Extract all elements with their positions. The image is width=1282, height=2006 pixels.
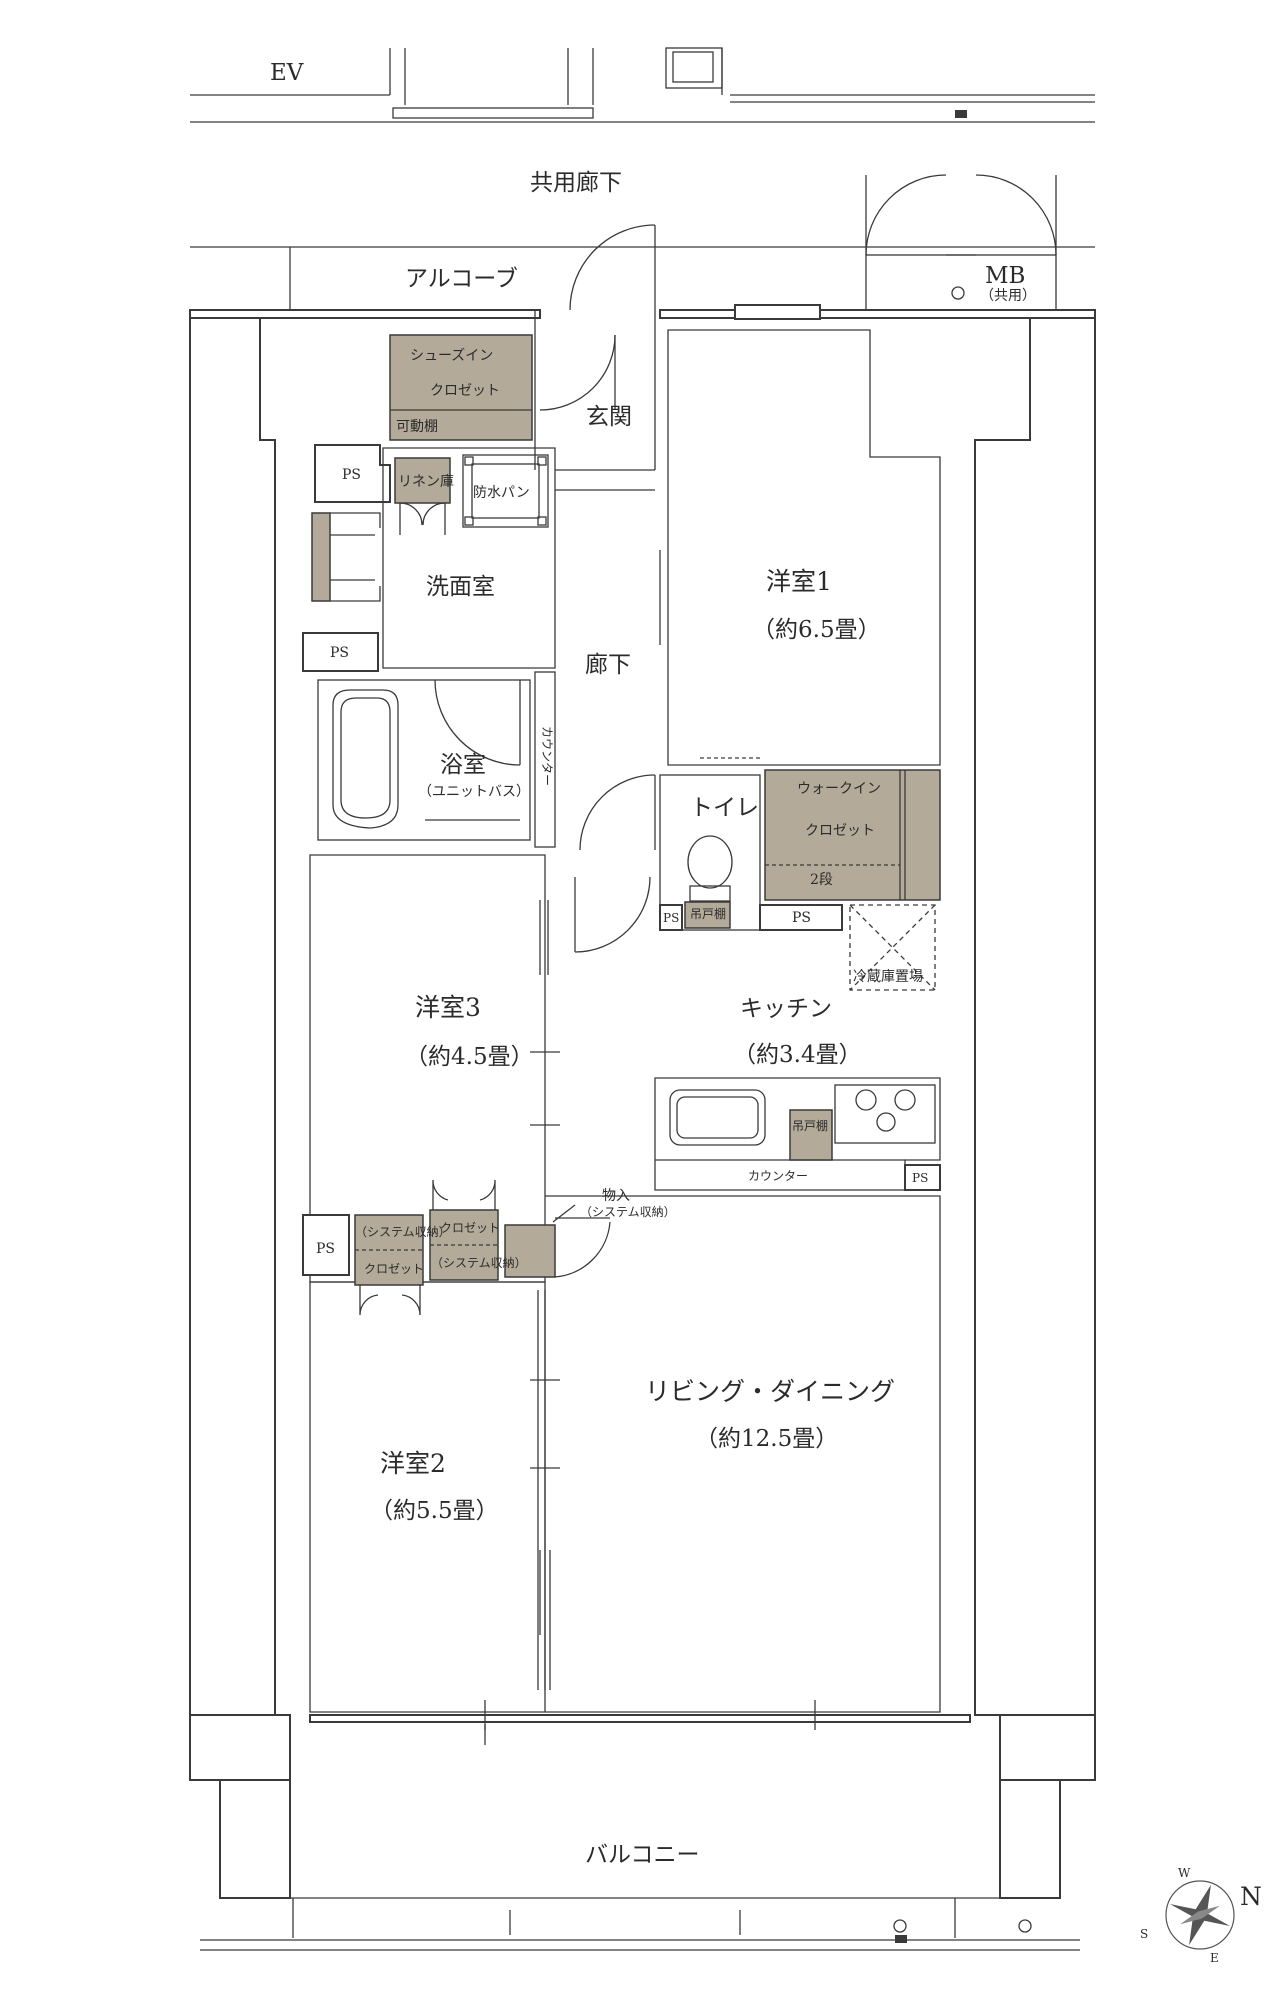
storage-sub-label: （システム収納） (580, 1205, 676, 1219)
washroom-label: 洗面室 (426, 574, 495, 600)
alcove-label: アルコーブ (405, 266, 518, 292)
entrance-area (534, 224, 656, 491)
kitchen-shelf-label: 吊戸棚 (792, 1118, 828, 1133)
system-storage-label-2: （システム収納） (431, 1256, 527, 1270)
bathroom-label: 浴室 (440, 752, 486, 778)
kitchen-counter-label: カウンター (748, 1169, 808, 1183)
closet-label-2: クロゼット (440, 1221, 500, 1235)
wic-label-1: ウォークイン (797, 781, 881, 797)
counter-vertical (534, 671, 556, 848)
ps-label-6: PS (912, 1171, 928, 1185)
living-dining-size: （約12.5畳） (695, 1426, 838, 1452)
shoe-closet (389, 334, 533, 441)
western-room-1-label: 洋室1 (766, 567, 832, 596)
hallway-doors (574, 774, 656, 953)
western-room-3-label: 洋室3 (415, 993, 481, 1022)
room-3-dividers (530, 900, 560, 1126)
kitchen-counter (654, 1077, 941, 1191)
toilet-shelf-label: 吊戸棚 (690, 906, 726, 921)
compass-s: S (1140, 1927, 1148, 1941)
ps-label-4: PS (663, 911, 679, 925)
common-corridor-label: 共用廊下 (530, 170, 622, 196)
ld-dividers (484, 1290, 816, 1745)
western-room-2-label: 洋室2 (380, 1449, 446, 1478)
walk-in-closet (764, 769, 941, 901)
ps-boxes (302, 444, 941, 1276)
waterproof-pan-label: 防水パン (473, 485, 530, 501)
entrance-label: 玄関 (586, 404, 632, 430)
mb-shared-label: （共用） (980, 288, 1036, 304)
bathroom-area (317, 679, 531, 841)
kitchen-label: キッチン (740, 996, 832, 1022)
top-building-edge (190, 47, 1095, 123)
linen-label: リネン庫 (398, 473, 454, 490)
washroom-area (311, 447, 556, 669)
unit-bath-label: （ユニットバス） (418, 784, 530, 800)
toilet-room (659, 774, 761, 931)
toilet-label: トイレ (690, 795, 759, 821)
compass-e: E (1210, 1951, 1219, 1965)
compass-n: N (1240, 1882, 1262, 1911)
unit-outline (309, 854, 941, 1713)
fridge-space (849, 904, 936, 991)
western-room-1 (659, 329, 941, 766)
shoe-closet-label-2: クロゼット (430, 383, 500, 399)
kitchen-size: （約3.4畳） (733, 1042, 862, 1068)
ps-label-5: PS (792, 910, 811, 926)
system-storage-label-1: （システム収納） (355, 1225, 451, 1239)
ev-label: EV (270, 60, 304, 86)
two-tier-label: 2段 (810, 872, 833, 888)
movable-shelf-label: 可動棚 (396, 419, 438, 435)
closet-label-1: クロゼット (364, 1262, 424, 1276)
fridge-space-label: 冷蔵庫置場 (853, 968, 923, 985)
compass-w: W (1178, 1866, 1191, 1880)
ps-label-1: PS (342, 467, 361, 483)
ps-label-2: PS (330, 645, 349, 661)
living-dining-label: リビング・ダイニング (645, 1377, 895, 1406)
western-room-2-size: （約5.5畳） (370, 1498, 499, 1524)
western-room-1-size: （約6.5畳） (752, 617, 881, 643)
outer-walls (189, 304, 1096, 1899)
western-room-3-size: （約4.5畳） (405, 1044, 534, 1070)
hallway-label: 廊下 (585, 652, 631, 678)
mb-label: MB (985, 263, 1025, 289)
balcony-area (200, 1897, 1080, 1951)
storage-label: 物入 (602, 1188, 630, 1204)
shoe-closet-label-1: シューズイン (410, 348, 493, 364)
linen-closet (394, 457, 451, 504)
closet-cluster (354, 1179, 611, 1316)
balcony-label: バルコニー (585, 1842, 700, 1868)
compass-icon (1165, 1880, 1235, 1950)
wic-label-2: クロゼット (805, 823, 875, 839)
ps-label-3: PS (316, 1241, 335, 1257)
waterproof-pan (462, 454, 549, 528)
counter-vertical-label: カウンター (540, 726, 554, 786)
